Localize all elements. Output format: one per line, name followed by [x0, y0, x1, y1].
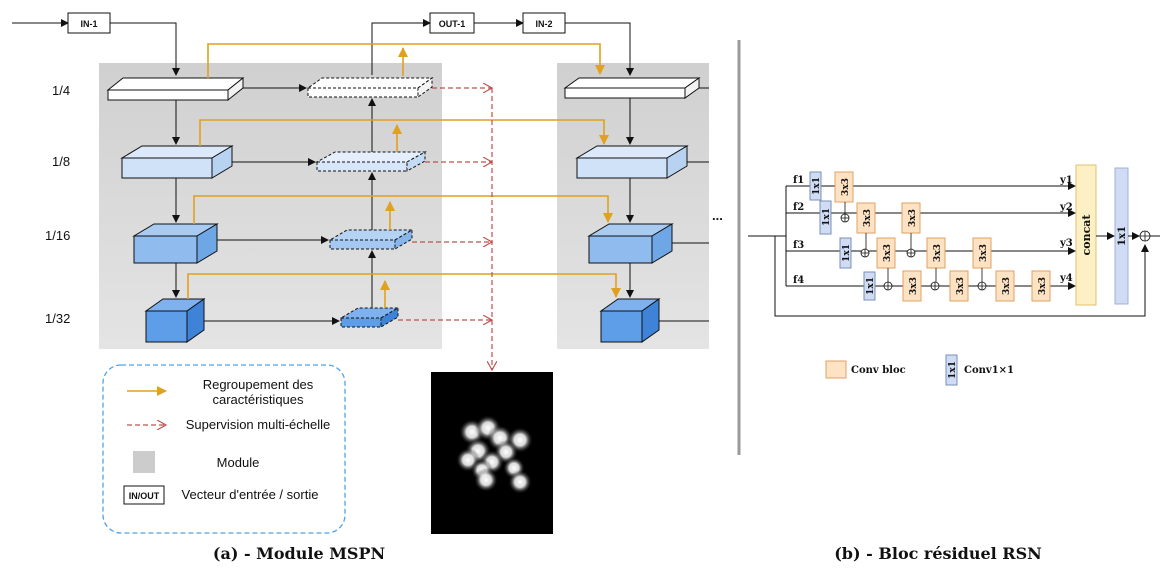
conv3x3-r3-1: [876, 237, 896, 269]
encoder-block-1-16: [132, 223, 219, 264]
conv3x3-r4-2: [949, 270, 969, 302]
svg-text:3x3: 3x3: [1002, 277, 1012, 295]
mspn-panel: IN-1 OUT-1 IN-2 1/4 1/8 1/16 1/32: [12, 12, 723, 563]
conv1x1-f3: 1x1: [839, 237, 852, 269]
heatmap-output-image: [431, 372, 553, 534]
in-2-label: IN-2: [535, 19, 552, 29]
module-2-block-1-8: [575, 145, 709, 179]
scale-label-1-32: 1/32: [45, 311, 70, 326]
legend-io-label: Vecteur d'entrée / sortie: [182, 487, 319, 502]
out-1-label: OUT-1: [439, 19, 466, 29]
feature-label-f2: f2: [793, 202, 804, 213]
output-label-y4: y4: [1059, 273, 1073, 284]
scale-label-1-4: 1/4: [52, 83, 70, 98]
legend-conv1x1-swatch: 1x1: [945, 354, 958, 386]
mspn-legend: Regroupement des caractéristiques Superv…: [102, 364, 346, 534]
conv1x1-f4: 1x1: [863, 271, 876, 301]
decoder-block-1-8: [315, 151, 427, 172]
module-2-block-1-32: [599, 298, 709, 343]
feature-aggregation-arrows: [187, 43, 621, 308]
svg-text:3x3: 3x3: [1038, 277, 1048, 295]
decoder-block-1-4: [306, 77, 434, 98]
module-2-block-1-16: [587, 223, 709, 264]
legend-conv-bloc-swatch: [825, 360, 847, 379]
concat-block: concat: [1075, 164, 1097, 306]
encoder-block-1-32: [144, 298, 206, 343]
continuation-ellipsis: ...: [712, 208, 723, 223]
scale-label-1-16: 1/16: [45, 228, 70, 243]
svg-text:1x1: 1x1: [866, 277, 876, 295]
encoder-block-1-8: [120, 145, 234, 179]
feature-label-f3: f3: [793, 240, 804, 251]
module-2-block-1-4: [563, 77, 709, 99]
in-1-label: IN-1: [80, 19, 97, 29]
svg-text:3x3: 3x3: [841, 178, 851, 196]
legend-supervision-label: Supervision multi-échelle: [186, 417, 331, 432]
svg-text:3x3: 3x3: [933, 244, 943, 262]
decoder-block-1-32: [339, 307, 400, 328]
svg-text:1x1: 1x1: [812, 177, 822, 195]
caption-a: (a) - Module MSPN: [213, 544, 385, 563]
rsn-panel: f1 f2 f3 f4 y1 y2 y3 y4 1x1 1x1 1x1 1x1: [748, 164, 1160, 563]
legend-feature-aggregation-line1: Regroupement des: [203, 377, 314, 392]
conv1x1-f2: 1x1: [819, 200, 832, 235]
conv3x3-r4-3: [995, 270, 1015, 302]
output-label-y1: y1: [1059, 175, 1073, 186]
feature-label-f4: f4: [793, 275, 804, 286]
svg-text:1x1: 1x1: [948, 361, 958, 379]
legend-module-label: Module: [217, 455, 260, 470]
sum-nodes: [840, 213, 1151, 291]
svg-text:1x1: 1x1: [1117, 226, 1128, 246]
svg-text:3x3: 3x3: [979, 244, 989, 262]
svg-text:3x3: 3x3: [909, 277, 919, 295]
caption-b: (b) - Bloc résiduel RSN: [834, 544, 1042, 563]
multi-scale-supervision-arrows: [398, 88, 492, 370]
encoder-block-1-4: [106, 76, 245, 102]
legend-io-box: [123, 485, 165, 505]
svg-text:3x3: 3x3: [883, 244, 893, 262]
decoder-block-1-16: [328, 229, 414, 250]
scale-label-1-8: 1/8: [52, 154, 70, 169]
output-label-y2: y2: [1059, 202, 1073, 213]
svg-text:1x1: 1x1: [842, 244, 852, 262]
svg-text:3x3: 3x3: [956, 277, 966, 295]
conv1x1-f1: 1x1: [809, 171, 822, 201]
feature-label-f1: f1: [793, 175, 804, 186]
svg-text:1x1: 1x1: [822, 208, 832, 226]
conv3x3-r4-1: [902, 270, 922, 302]
legend-conv1x1-label: Conv1×1: [964, 365, 1014, 376]
svg-text:3x3: 3x3: [863, 209, 873, 227]
conv3x3-blocks: [834, 171, 1051, 302]
svg-text:concat: concat: [1080, 214, 1093, 256]
legend-feature-aggregation-line2: caractéristiques: [212, 392, 304, 407]
legend-io-box-label: IN/OUT: [129, 491, 160, 501]
conv3x3-r4-4: [1031, 270, 1051, 302]
conv3x3-r1-1: [834, 171, 854, 203]
output-label-y3: y3: [1059, 238, 1073, 249]
legend-module-swatch: [133, 451, 155, 473]
final-conv1x1: 1x1: [1114, 167, 1129, 305]
svg-text:3x3: 3x3: [908, 209, 918, 227]
legend-conv-bloc-label: Conv bloc: [851, 365, 906, 376]
